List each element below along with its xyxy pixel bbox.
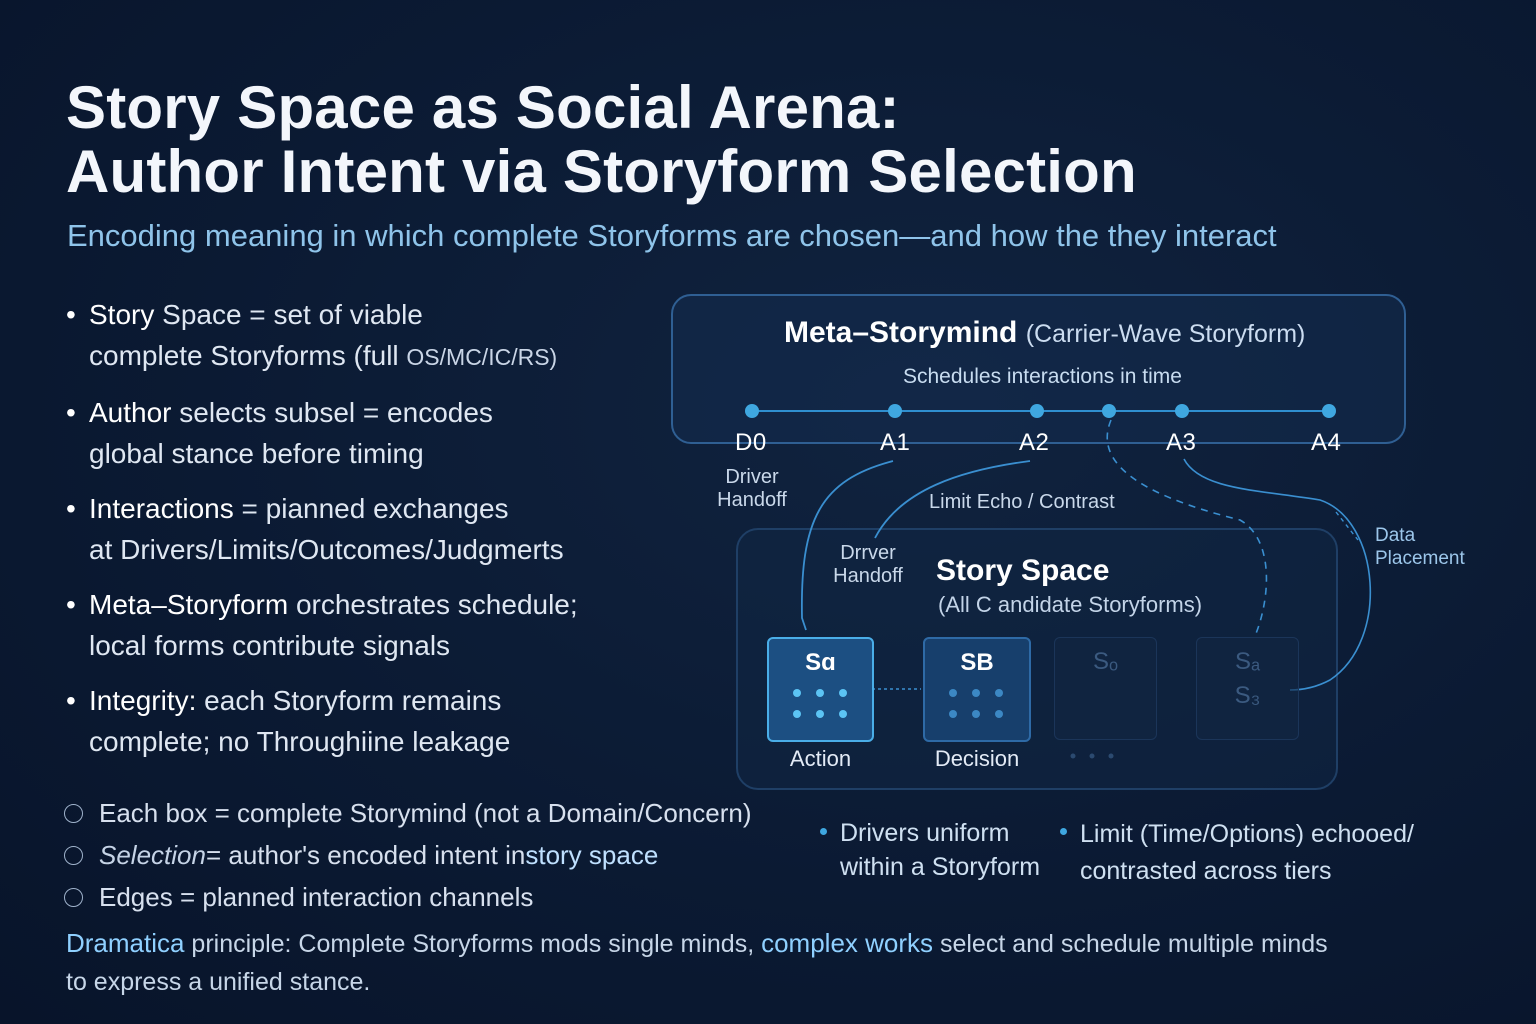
- bullet-text: global stance before timing: [89, 438, 424, 469]
- story-space-title: Story Space: [936, 554, 1110, 587]
- meta-storymind-panel: [671, 294, 1406, 444]
- bullet-text: local forms contribute signals: [89, 630, 451, 661]
- bullet-text: each Storyform remains: [196, 685, 502, 716]
- principle-text: principle: Complete Storyforms mods sing…: [184, 930, 762, 958]
- bullet-text: orchestrates schedule;: [288, 589, 578, 620]
- ellipsis-dot: [1108, 753, 1114, 759]
- bullet-bold: Integrity:: [89, 685, 197, 716]
- timeline-node-a2: [1030, 404, 1044, 418]
- box-caption-action: Action: [789, 746, 852, 771]
- principle-highlight: Dramatica: [66, 928, 185, 958]
- edge-a2-to-driver: [874, 460, 1031, 539]
- legend-italic: Selection: [99, 839, 206, 870]
- bullet-interactions: Interactions = pianned exchanges at Driv…: [66, 488, 666, 570]
- storyform-box-sd[interactable]: Sₐ S₃: [1196, 637, 1299, 740]
- principle-text: select and schedule multiple minds: [933, 930, 1328, 958]
- subtitle: Encoding meaning in which complete Story…: [67, 218, 1277, 253]
- principle-text: to express a unified stance.: [66, 968, 371, 996]
- legend-highlight: story space: [525, 839, 659, 870]
- edge-dashed-placement: [1106, 419, 1268, 637]
- title-line-1: Story Space as Social Arena:: [66, 74, 900, 141]
- meta-title-main: Meta–Storymind: [784, 316, 1018, 349]
- dot-icon: [820, 828, 827, 835]
- timeline-node-a3: [1175, 404, 1189, 418]
- storyform-box-sa[interactable]: Sɑ: [767, 637, 874, 742]
- label-limit-echo: Limit Echo / Contrast: [929, 491, 1115, 513]
- bullet-meta-storyform: Meta–Storyform orchestrates schedule; lo…: [66, 584, 666, 666]
- timeline-node-mid: [1102, 404, 1116, 418]
- bullet-author: Author selects subsel = encodes global s…: [66, 392, 666, 474]
- box-caption-decision: Decision: [934, 746, 1020, 771]
- bullet-text: Space = set of viable: [154, 299, 423, 330]
- story-space-subtitle: (All C andidate Storyforms): [938, 592, 1203, 617]
- box-name: Sₒ: [1092, 648, 1119, 675]
- bullet-integrity: Integrity: each Storyform remains comple…: [66, 680, 666, 762]
- ellipsis-dot: [1070, 753, 1076, 759]
- bullet-small-text: OS/MC/IC/RS): [406, 344, 558, 370]
- timeline-node-a1: [888, 404, 902, 418]
- bullet-text: = pianned exchanges: [233, 493, 509, 524]
- dot-icon: [1060, 828, 1067, 835]
- circle-icon: [64, 887, 83, 907]
- edge-data-placement: [1335, 511, 1359, 541]
- legend-item-selection: Selection = author's encoded intent in s…: [64, 834, 751, 876]
- box-name-secondary: S₃: [1234, 682, 1261, 709]
- note-line: within a Storyform: [840, 853, 1041, 881]
- bullet-bold: Meta–Storyform: [89, 589, 289, 620]
- ellipsis-dot: [1089, 753, 1095, 759]
- principle-highlight: complex works: [761, 928, 934, 958]
- note-drivers: Drivers uniform within a Storyform: [820, 816, 1041, 884]
- meta-storymind-subtitle: Schedules interactions in time: [903, 365, 1182, 388]
- storyform-box-sc[interactable]: Sₒ: [1054, 637, 1157, 740]
- meta-title-paren: (Carrier-Wave Storyform): [1025, 320, 1306, 348]
- title-line-2: Author Intent via Storyform Selection: [66, 138, 1137, 205]
- edge-a1-to-sa: [801, 460, 894, 631]
- circle-icon: [64, 803, 83, 823]
- note-line: Limit (Time/Options) echooed/: [1080, 820, 1414, 848]
- timeline-label-a2: A2: [1019, 429, 1050, 456]
- legend-text: = author's encoded intent in: [205, 839, 526, 870]
- note-line: Drivers uniform: [840, 819, 1010, 847]
- dots-icon: [793, 689, 847, 718]
- storyform-box-sb[interactable]: SB: [923, 637, 1031, 742]
- timeline-node-a4: [1322, 404, 1336, 418]
- box-name: Sɑ: [805, 649, 836, 676]
- dramatica-principle: Dramatica principle: Complete Storyforms…: [66, 924, 1466, 1001]
- legend-item-edges: Edges = planned interaction channels: [64, 876, 751, 918]
- edge-a3-to-sd: [1183, 458, 1372, 691]
- label-driver-handoff-1: Driver Handoff: [717, 466, 787, 511]
- page-title: Story Space as Social Arena: Author Inte…: [66, 76, 1137, 204]
- bullet-bold: Story: [89, 299, 155, 330]
- bullet-text: at Drivers/Limits/Outcomes/Judgmerts: [89, 534, 564, 565]
- bullet-story-space: Story Space = set of viable complete Sto…: [66, 294, 666, 378]
- timeline-node-d0: [745, 404, 759, 418]
- note-line: contrasted across tiers: [1080, 857, 1332, 885]
- bullet-list: Story Space = set of viable complete Sto…: [66, 294, 666, 776]
- circle-icon: [64, 845, 83, 865]
- box-name: Sₐ: [1235, 648, 1260, 675]
- bullet-text: complete Storyforms (full: [89, 340, 407, 371]
- note-limit: Limit (Time/Options) echooed/ contrasted…: [1060, 816, 1414, 890]
- bullet-bold: Interactions: [89, 493, 234, 524]
- box-name: SB: [960, 649, 994, 676]
- timeline-label-a4: A4: [1311, 429, 1342, 456]
- label-data-placement: Data Placement: [1375, 525, 1465, 569]
- bullet-text: complete; no Throughiine leakage: [89, 726, 511, 757]
- legend-text: plete Storymind (not a Domain/Concern): [286, 797, 752, 828]
- timeline-label-a3: A3: [1166, 429, 1197, 456]
- timeline-label-d0: D0: [735, 429, 767, 456]
- bullet-bold: Author: [89, 397, 172, 428]
- dots-icon: [949, 689, 1003, 718]
- bullet-text: selects subsel = encodes: [171, 397, 493, 428]
- meta-storymind-title: Meta–Storymind (Carrier-Wave Storyform): [784, 316, 1305, 350]
- label-driver-handoff-2: Drrver Handoff: [833, 542, 903, 587]
- legend-text: Each box = com: [99, 797, 287, 828]
- legend-text: Edges = planned interaction channels: [99, 881, 534, 912]
- timeline-label-a1: A1: [880, 429, 911, 456]
